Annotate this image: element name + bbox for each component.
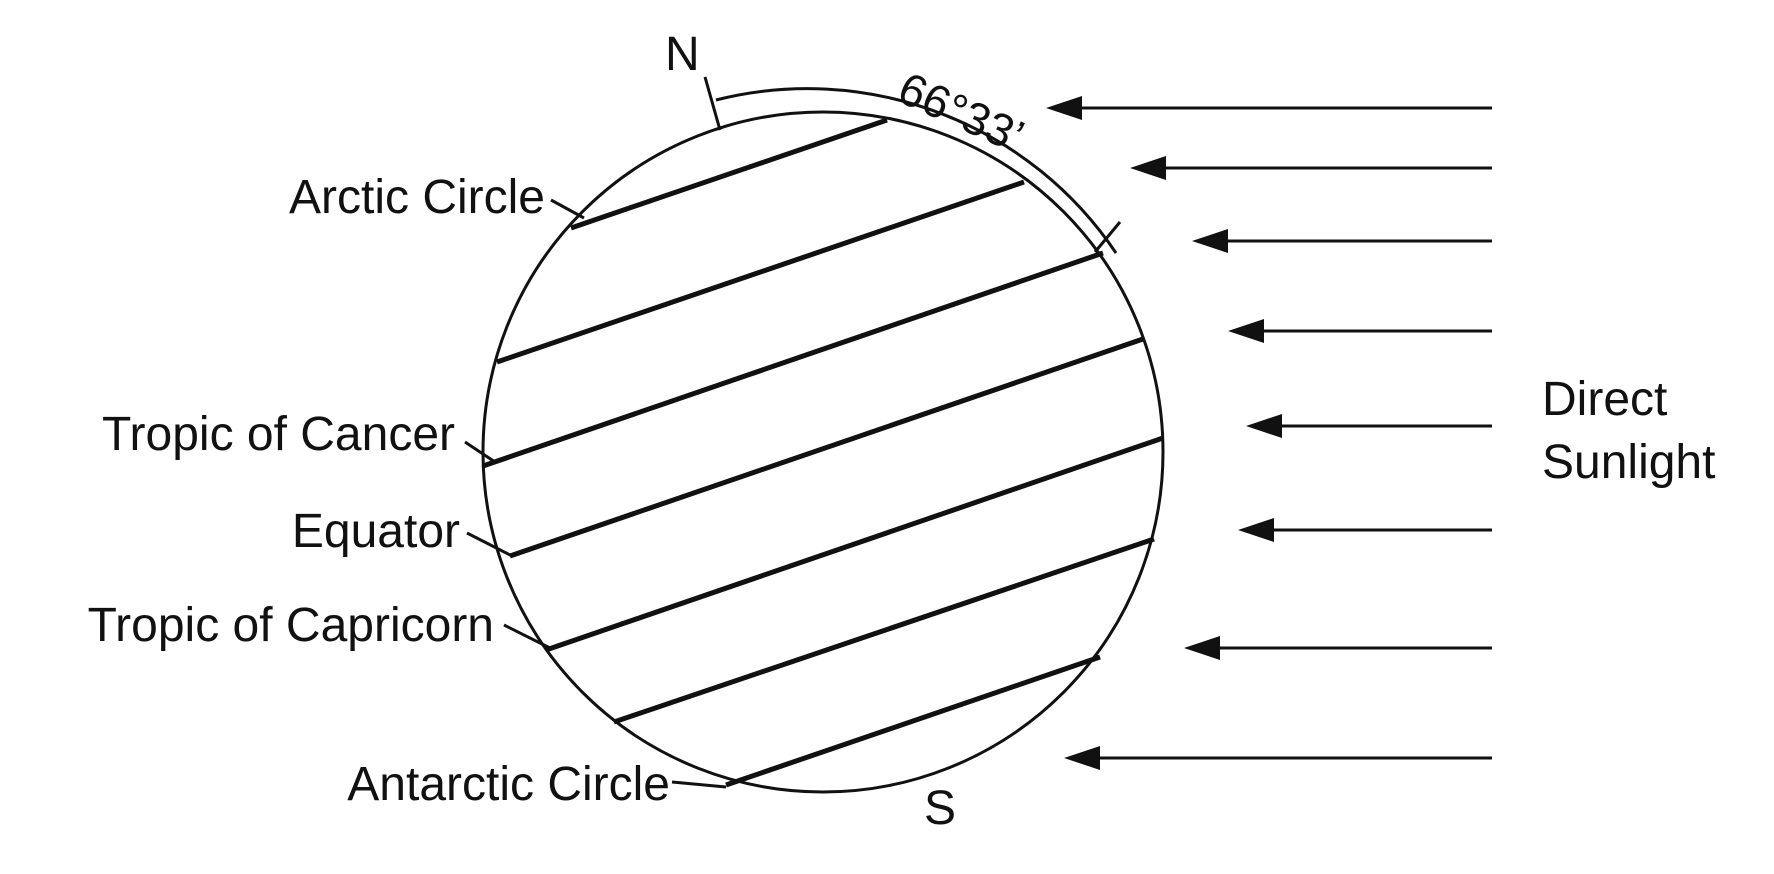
- arctic-circle-line: [570, 117, 888, 231]
- sun-ray: [1228, 319, 1492, 343]
- sun-rays: [1046, 96, 1492, 770]
- sun-ray: [1130, 156, 1492, 180]
- angle-label: 66°33’: [891, 62, 1032, 163]
- arctic-circle-leader: [550, 198, 585, 220]
- antarctic-circle-leader: [671, 780, 727, 789]
- equator-line: [509, 336, 1144, 559]
- sun-ray: [1192, 229, 1492, 253]
- antarctic-circle-label: Antarctic Circle: [347, 758, 670, 811]
- angle-arc: [715, 87, 1118, 254]
- tropic-of-capricorn-leader: [503, 623, 551, 650]
- sun-ray: [1246, 414, 1492, 438]
- latitude-line-2: [496, 179, 1025, 365]
- direct-sunlight-label-line1: Direct: [1542, 373, 1667, 426]
- latitude-line-6: [613, 536, 1155, 725]
- sun-ray: [1064, 746, 1492, 770]
- tropic-of-cancer-leader: [464, 440, 496, 464]
- sun-ray: [1046, 96, 1492, 120]
- tropic-of-capricorn-line: [545, 435, 1164, 653]
- equator-label: Equator: [292, 505, 460, 558]
- north-axis-tick: [703, 76, 722, 131]
- earth-circle: [481, 110, 1165, 794]
- north-label: N: [665, 28, 700, 81]
- tropic-of-capricorn-label: Tropic of Capricorn: [88, 599, 494, 652]
- south-label: S: [924, 782, 956, 835]
- arctic-circle-label: Arctic Circle: [289, 171, 545, 224]
- tropic-of-cancer-line: [482, 250, 1104, 469]
- equator-leader: [466, 531, 513, 558]
- tropic-of-cancer-label: Tropic of Cancer: [102, 408, 455, 461]
- terminator-tick: [1093, 221, 1122, 253]
- sun-ray: [1184, 636, 1492, 660]
- sun-ray: [1238, 518, 1492, 542]
- direct-sunlight-label-line2: Sunlight: [1542, 436, 1715, 489]
- antarctic-circle-line: [725, 654, 1101, 788]
